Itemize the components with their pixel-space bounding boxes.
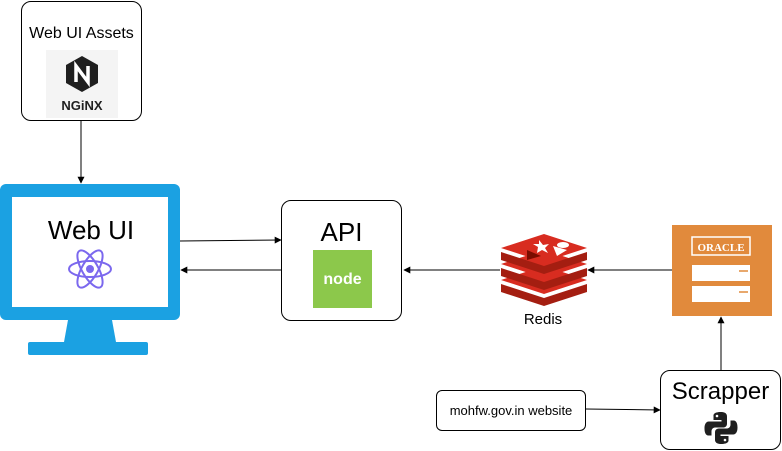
source-website-label: mohfw.gov.in website (449, 403, 573, 418)
nodejs-logo-icon: node (313, 250, 372, 308)
web-ui-title: Web UI (47, 215, 135, 245)
arrow-source-to-scrapper (585, 406, 661, 414)
web-ui-assets-node: Web UI Assets NGiNX (21, 1, 142, 121)
nginx-logo-icon: NGiNX (46, 50, 118, 118)
monitor-icon (0, 184, 180, 355)
oracle-logo-text: ORACLE (697, 242, 744, 254)
web-ui-assets-title: Web UI Assets (29, 25, 134, 42)
react-icon (68, 249, 112, 289)
api-title: API (320, 217, 363, 247)
nodejs-logo-text: node (323, 271, 361, 288)
oracle-database-icon: ORACLE (691, 236, 751, 302)
oracle-node: ORACLE (672, 225, 772, 316)
redis-caption: Redis (523, 311, 563, 328)
nginx-logo-text: NGiNX (61, 98, 103, 113)
arrow-webui-to-api (179, 236, 282, 244)
redis-node: Redis (499, 234, 589, 334)
python-logo-icon (704, 412, 738, 444)
redis-icon (501, 234, 587, 306)
source-website-node: mohfw.gov.in website (436, 390, 586, 431)
scrapper-node: Scrapper (660, 370, 781, 450)
scrapper-title: Scrapper (671, 378, 770, 405)
web-ui-node: Web UI (0, 184, 182, 356)
api-node: API node (281, 200, 402, 321)
